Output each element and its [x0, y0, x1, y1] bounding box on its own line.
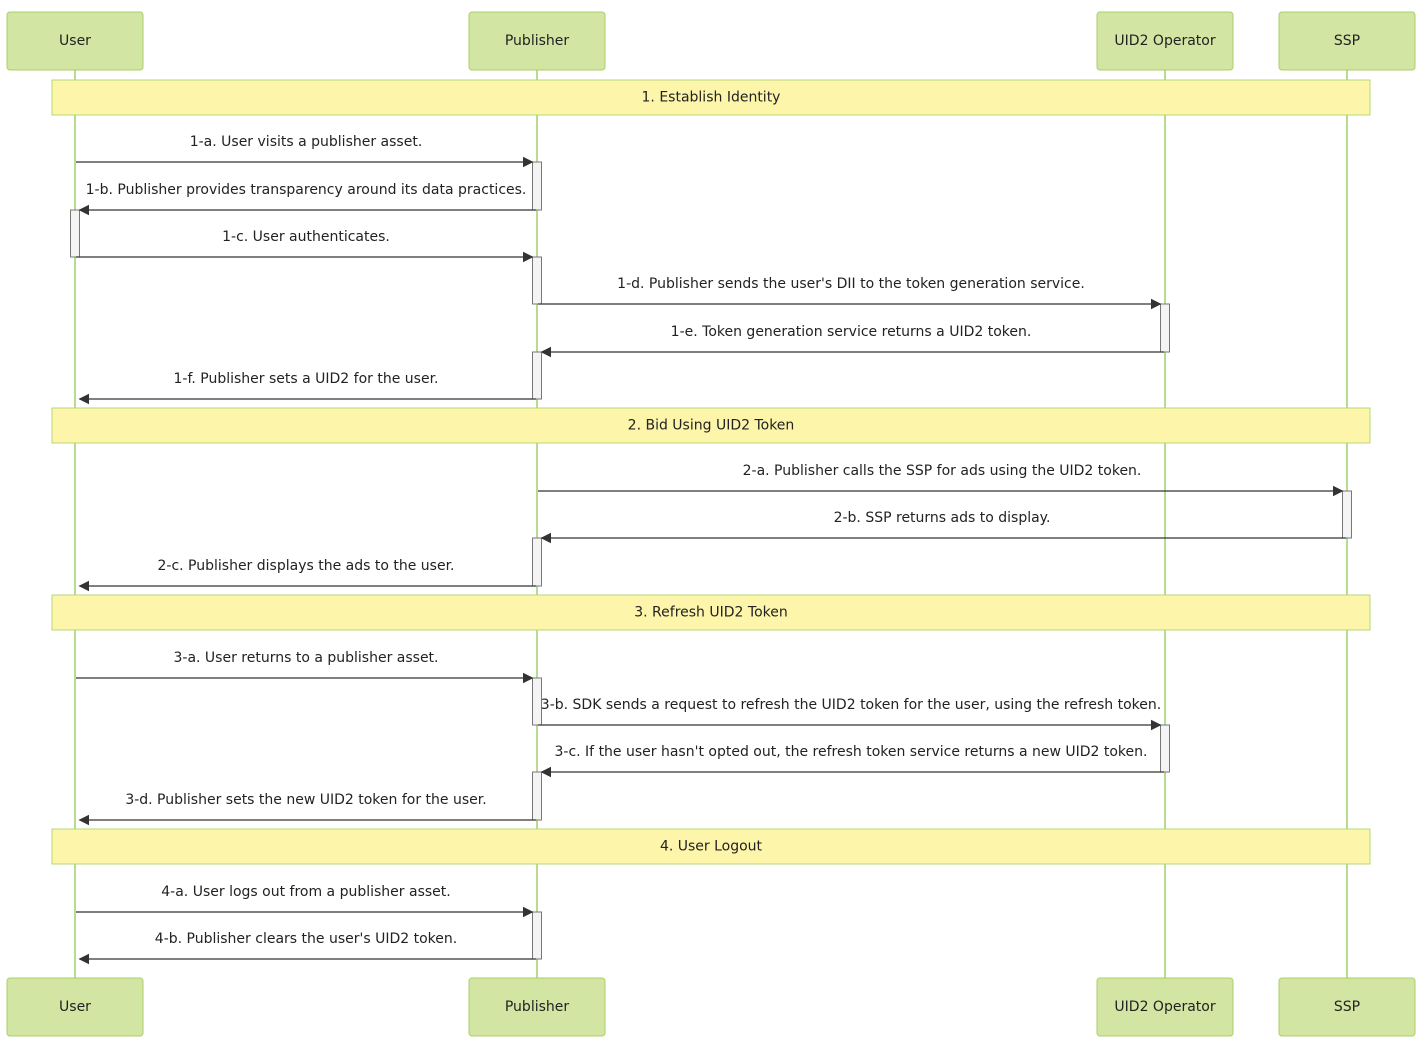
message: 2-b. SSP returns ads to display. [540, 510, 1346, 544]
actor-label: User [59, 33, 91, 49]
section-box [51, 828, 1371, 865]
activation-bar-publisher [532, 256, 542, 305]
actor-user-bottom: User [6, 977, 144, 1037]
message: 3-c. If the user hasn't opted out, the r… [540, 744, 1164, 778]
message-label: 4-a. User logs out from a publisher asse… [161, 884, 450, 900]
message-label: 1-b. Publisher provides transparency aro… [86, 182, 527, 198]
activation-bar-ssp [1342, 490, 1352, 539]
activation-bar-publisher [532, 351, 542, 400]
activation-bar-publisher [532, 537, 542, 587]
section-band: 3. Refresh UID2 Token [51, 594, 1371, 631]
actor-box [1278, 977, 1416, 1037]
message: 3-a. User returns to a publisher asset. [76, 650, 534, 684]
actor-publisher-top: Publisher [468, 11, 606, 71]
actor-box [1096, 11, 1234, 71]
section-band: 4. User Logout [51, 828, 1371, 865]
actor-user-top: User [6, 11, 144, 71]
activation-bar-operator [1160, 724, 1170, 773]
section-band: 1. Establish Identity [51, 79, 1371, 116]
message: 1-f. Publisher sets a UID2 for the user. [78, 371, 536, 405]
actor-box [1278, 11, 1416, 71]
actor-ssp-top: SSP [1278, 11, 1416, 71]
section-label: 1. Establish Identity [642, 90, 781, 106]
message: 2-a. Publisher calls the SSP for ads usi… [538, 463, 1344, 497]
message: 1-c. User authenticates. [76, 229, 534, 263]
message-label: 4-b. Publisher clears the user's UID2 to… [155, 931, 457, 947]
actor-box [1096, 977, 1234, 1037]
actor-label: UID2 Operator [1114, 999, 1215, 1015]
activation-bar-publisher [532, 161, 542, 211]
message-label: 2-b. SSP returns ads to display. [834, 510, 1051, 526]
activation-bar-user [70, 209, 80, 258]
actor-label: UID2 Operator [1114, 33, 1215, 49]
section-band: 2. Bid Using UID2 Token [51, 407, 1371, 444]
actor-label: SSP [1334, 33, 1360, 49]
section-label: 4. User Logout [660, 839, 763, 855]
message: 1-e. Token generation service returns a … [540, 324, 1164, 358]
message: 2-c. Publisher displays the ads to the u… [78, 558, 536, 592]
actor-box [6, 11, 144, 71]
section-box [51, 79, 1371, 116]
activation-bar-operator [1160, 303, 1170, 353]
actor-label: User [59, 999, 91, 1015]
actor-box [6, 977, 144, 1037]
message: 4-a. User logs out from a publisher asse… [76, 884, 534, 918]
message: 1-d. Publisher sends the user's DII to t… [538, 276, 1162, 310]
message-label: 3-c. If the user hasn't opted out, the r… [555, 744, 1148, 760]
actor-label: Publisher [505, 999, 570, 1015]
actor-box [468, 11, 606, 71]
message: 3-b. SDK sends a request to refresh the … [538, 697, 1162, 731]
message-label: 3-b. SDK sends a request to refresh the … [541, 697, 1161, 713]
message-label: 1-a. User visits a publisher asset. [190, 134, 423, 150]
actor-operator-top: UID2 Operator [1096, 11, 1234, 71]
message-label: 1-d. Publisher sends the user's DII to t… [617, 276, 1085, 292]
message: 1-a. User visits a publisher asset. [76, 134, 534, 168]
message-label: 2-a. Publisher calls the SSP for ads usi… [743, 463, 1142, 479]
actor-ssp-bottom: SSP [1278, 977, 1416, 1037]
actor-operator-bottom: UID2 Operator [1096, 977, 1234, 1037]
actor-publisher-bottom: Publisher [468, 977, 606, 1037]
message-label: 1-c. User authenticates. [222, 229, 390, 245]
section-box [51, 594, 1371, 631]
message: 1-b. Publisher provides transparency aro… [78, 182, 536, 216]
actor-box [468, 977, 606, 1037]
section-box [51, 407, 1371, 444]
message: 4-b. Publisher clears the user's UID2 to… [78, 931, 536, 965]
message: 3-d. Publisher sets the new UID2 token f… [78, 792, 536, 826]
message-label: 2-c. Publisher displays the ads to the u… [157, 558, 454, 574]
section-label: 2. Bid Using UID2 Token [628, 418, 795, 434]
message-label: 3-a. User returns to a publisher asset. [173, 650, 438, 666]
activation-bar-publisher [532, 771, 542, 821]
message-label: 3-d. Publisher sets the new UID2 token f… [125, 792, 486, 808]
activation-bar-publisher [532, 677, 542, 726]
actor-label: SSP [1334, 999, 1360, 1015]
actor-label: Publisher [505, 33, 570, 49]
message-label: 1-e. Token generation service returns a … [671, 324, 1032, 340]
activation-bar-publisher [532, 911, 542, 960]
message-label: 1-f. Publisher sets a UID2 for the user. [173, 371, 438, 387]
section-label: 3. Refresh UID2 Token [634, 605, 787, 621]
